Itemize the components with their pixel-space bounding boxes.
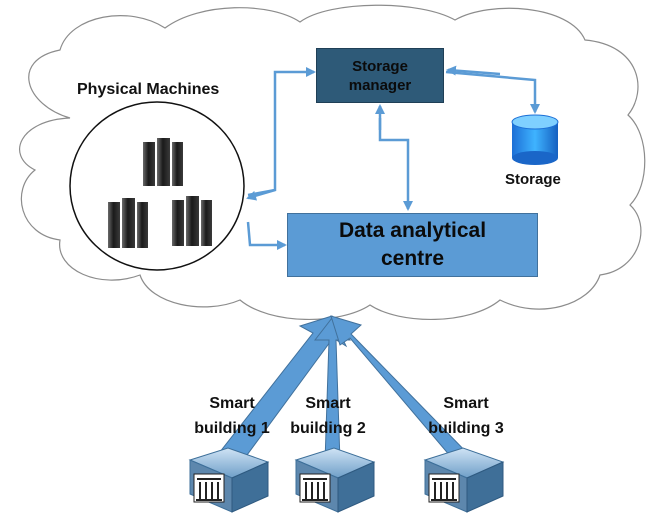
data-analytical-centre-box: Data analytical centre (287, 213, 538, 277)
server-icon-left (108, 198, 148, 248)
arrow-storage-to-storage-manager (446, 65, 501, 76)
storage-database-icon (511, 114, 559, 165)
arrow-pm-to-storage-manager (247, 67, 316, 197)
arrow-storage-manager-to-pm (246, 188, 276, 201)
smart-building-2-label: Smart building 2 (290, 395, 366, 437)
storage-manager-label-line2: manager (348, 76, 412, 94)
data-centre-label-line1: Data analytical (338, 219, 487, 242)
server-icon-top (143, 138, 183, 186)
smart-building-icon-3 (423, 447, 505, 513)
arrow-pm-to-data-centre (246, 221, 287, 250)
arrow-building-3-to-cloud (330, 315, 477, 471)
smart-building-3-label: Smart building 3 (428, 395, 504, 437)
smart-building-icon-1 (188, 447, 270, 513)
arrow-storage-manager-to-storage (445, 70, 540, 114)
server-icon-right (172, 196, 212, 246)
storage-manager-label-line1: Storage (352, 57, 408, 75)
data-centre-label-line2: centre (380, 247, 444, 270)
smart-building-1-label: Smart building 1 (194, 395, 270, 437)
physical-machines-label: Physical Machines (77, 81, 220, 98)
smart-building-icon-2 (294, 447, 376, 513)
storage-label: Storage (505, 171, 561, 188)
storage-manager-box: Storage manager (316, 48, 444, 103)
